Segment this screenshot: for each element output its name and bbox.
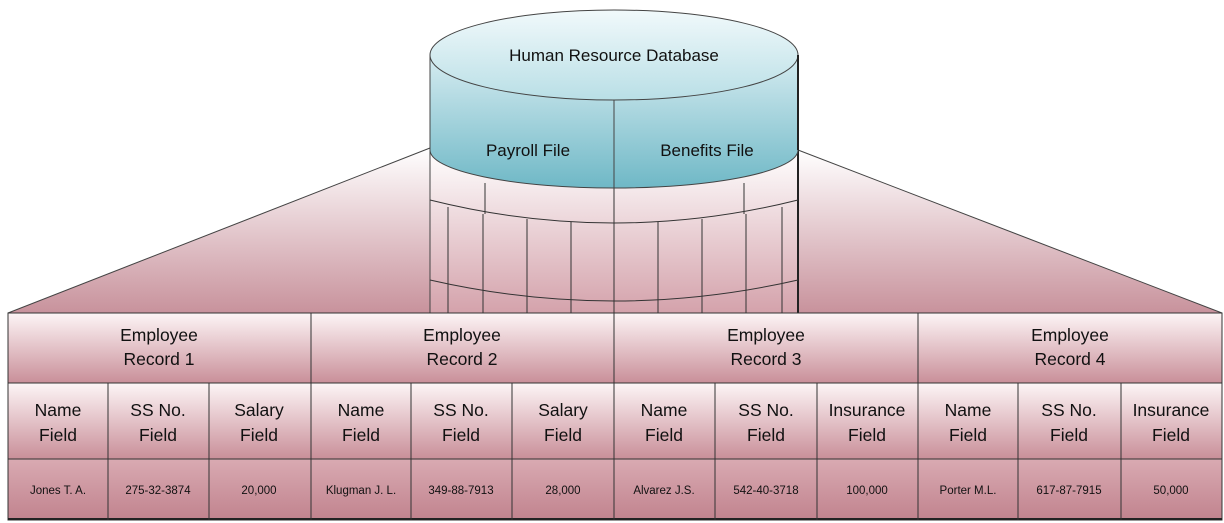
record-2-field-2-name: SS No. [433, 400, 488, 420]
fan-left [7, 147, 431, 314]
record-3-field-2-name: SS No. [738, 400, 793, 420]
record-4-field-3-name: Insurance [1133, 400, 1210, 420]
record-4-field-1-name: Name [945, 400, 992, 420]
database-title: Human Resource Database [509, 46, 719, 65]
record-2-value-3: 28,000 [545, 485, 580, 497]
record-1-title-line1: Employee [120, 325, 198, 345]
record-4-field-3-label: Field [1152, 425, 1190, 445]
record-table: Employee Record 1 Name Field SS No. Fiel… [7, 312, 1223, 521]
record-4-field-1-label: Field [949, 425, 987, 445]
record-1-field-1-name: Name [35, 400, 82, 420]
field-value-row [8, 459, 1222, 520]
record-2-field-1-name: Name [338, 400, 385, 420]
record-4-value-2: 617-87-7915 [1036, 485, 1101, 497]
record-4-title-line1: Employee [1031, 325, 1109, 345]
record-2-title-line2: Record 2 [426, 349, 497, 369]
record-2-field-1-label: Field [342, 425, 380, 445]
record-1-value-1: Jones T. A. [30, 485, 86, 497]
record-3-value-2: 542-40-3718 [733, 485, 798, 497]
record-3-value-3: 100,000 [846, 485, 888, 497]
record-3-field-1-label: Field [645, 425, 683, 445]
fan-right [797, 149, 1223, 314]
record-1-field-1-label: Field [39, 425, 77, 445]
record-title-row [8, 313, 1222, 383]
database-cylinder: Human Resource Database Payroll File Ben… [429, 9, 799, 189]
record-4-title-line2: Record 4 [1034, 349, 1105, 369]
record-3-title-line2: Record 3 [730, 349, 801, 369]
record-1-value-3: 20,000 [241, 485, 276, 497]
record-1-value-2: 275-32-3874 [125, 485, 191, 497]
record-1-field-3-name: Salary [234, 400, 284, 420]
record-4-value-3: 50,000 [1153, 485, 1188, 497]
record-3-value-1: Alvarez J.S. [633, 485, 694, 497]
record-2-value-2: 349-88-7913 [428, 485, 493, 497]
record-3-field-3-name: Insurance [829, 400, 906, 420]
record-2-value-1: Klugman J. L. [326, 485, 396, 497]
record-1-field-2-name: SS No. [130, 400, 185, 420]
record-2-title-line1: Employee [423, 325, 501, 345]
record-4-value-1: Porter M.L. [940, 485, 997, 497]
record-4-field-2-label: Field [1050, 425, 1088, 445]
record-3-field-3-label: Field [848, 425, 886, 445]
record-3-field-1-name: Name [641, 400, 688, 420]
payroll-file-label: Payroll File [486, 141, 570, 160]
record-2-field-2-label: Field [442, 425, 480, 445]
field-name-row [8, 383, 1222, 459]
record-2-field-3-label: Field [544, 425, 582, 445]
record-3-title-line1: Employee [727, 325, 805, 345]
record-2-field-3-name: Salary [538, 400, 588, 420]
record-4-field-2-name: SS No. [1041, 400, 1096, 420]
record-1-field-2-label: Field [139, 425, 177, 445]
cylinder-record-section [429, 150, 799, 313]
benefits-file-label: Benefits File [660, 141, 754, 160]
record-3-field-2-label: Field [747, 425, 785, 445]
record-1-title-line2: Record 1 [123, 349, 194, 369]
record-1-field-3-label: Field [240, 425, 278, 445]
